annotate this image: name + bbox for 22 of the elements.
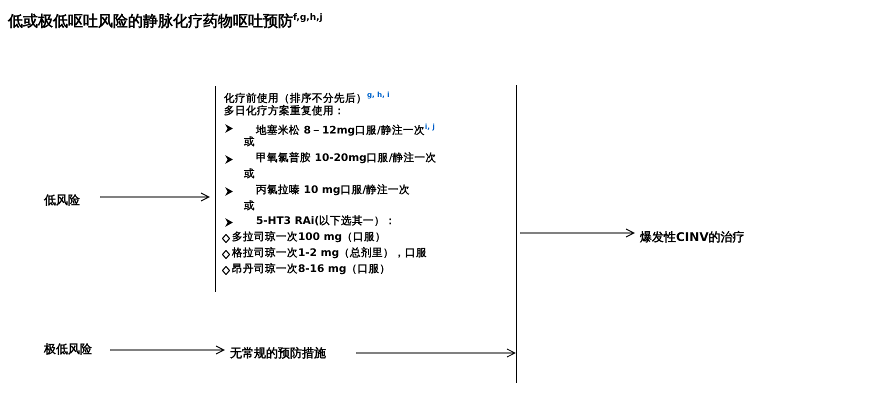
text-line: 丙氯拉嗪 10 mg口服/静注一次 [256,182,410,198]
arrow [520,228,634,238]
arrow [100,192,210,202]
text-line: 昂丹司琼一次8-16 mg（口服） [232,262,390,277]
text-line: 多拉司琼一次100 mg（口服） [232,230,386,246]
text-line: 甲氧氯普胺 10-20mg口服/静注一次 [256,151,437,166]
node-label: 极低风险 [44,342,92,356]
text-line: 5-HT3 RAi(以下选其一）： [256,214,396,230]
node-label: 无常规的预防措施 [230,346,326,360]
node-label: 低风险 [44,193,80,207]
title: 低或极低呕吐风险的静脉化疗药物呕吐预防$^{f,g,h,j}$ [8,12,323,31]
text-line: 化疗前使用（排序不分先后）$^{g, h, i}$ [224,90,390,104]
text-line: 地塞米松 8－12mg口服/静注一次$^{i, j}$ [256,122,435,138]
node-label: 爆发性CINV的治疗 [640,230,745,244]
vertical-bracket-line [516,85,519,383]
arrow [110,346,224,354]
text-line: 多日化疗方案重复使用： [224,104,345,119]
text-line: 格拉司琼一次1-2 mg（总剂里），口服 [232,246,428,261]
text-line: 或 [244,198,255,214]
arrow [356,348,516,358]
text-line: 或 [244,135,255,150]
text-line: 或 [244,167,255,182]
